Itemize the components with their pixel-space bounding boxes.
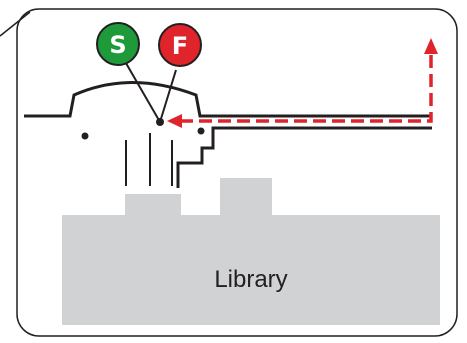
- route-path: [167, 38, 438, 128]
- doorway-lines: [125, 133, 173, 186]
- frame-tick: [0, 11, 31, 37]
- pointer-line-start: [122, 57, 161, 123]
- library-body: [62, 215, 440, 325]
- library-label: Library: [214, 266, 287, 293]
- finish-marker-circle: [158, 23, 202, 67]
- outline-bottom: [176, 126, 432, 188]
- point-right: [197, 127, 205, 135]
- start-marker-letter: S: [109, 31, 126, 59]
- start-marker: S: [96, 22, 140, 66]
- library-tower-right: [220, 178, 272, 220]
- finish-marker-letter: F: [172, 32, 188, 60]
- outline-top: [24, 81, 432, 118]
- finish-marker: F: [158, 23, 202, 67]
- building-outline: [24, 81, 432, 188]
- arrow-up-icon: [424, 38, 438, 54]
- library-building: Library: [62, 178, 440, 325]
- arrow-left-icon: [167, 114, 182, 128]
- point-left: [81, 132, 89, 140]
- route-dashed-line: [180, 52, 433, 123]
- pointer-line-finish: [159, 69, 177, 123]
- start-marker-circle: [96, 22, 140, 66]
